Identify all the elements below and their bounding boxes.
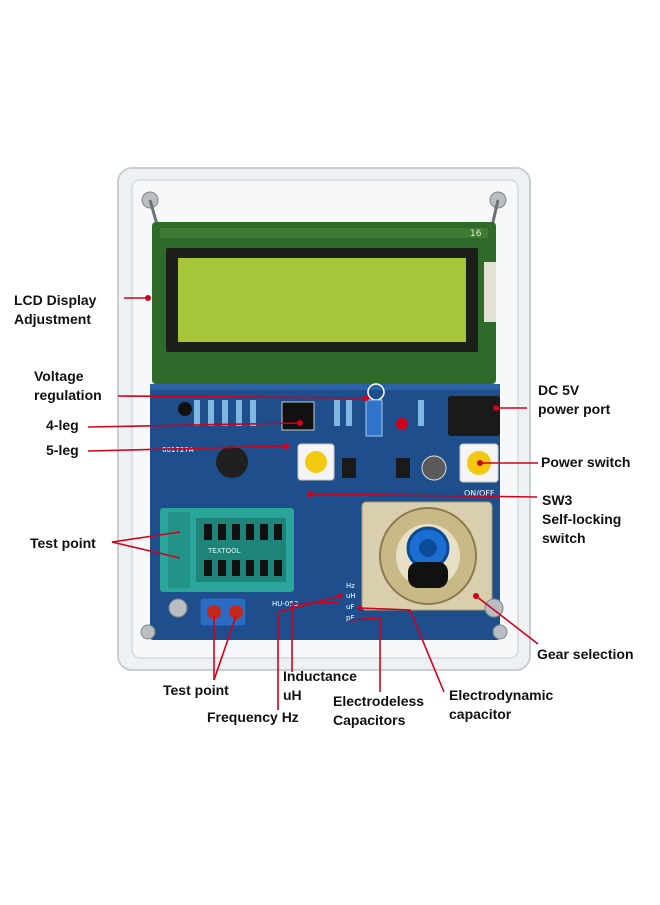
label-dc-power: DC 5V power port: [538, 381, 610, 419]
leader-test-point-a: [111, 531, 181, 543]
lcd-screen: [178, 258, 466, 342]
voltage-regulator-pot: [365, 399, 383, 437]
zif-socket-holes: [204, 524, 282, 576]
leader-gear: [475, 595, 539, 645]
terminal-red-right: [229, 605, 243, 619]
label-frequency: Frequency Hz: [207, 709, 299, 725]
label-electrodynamic-line2: capacitor: [449, 706, 512, 722]
ic-chip: [281, 401, 315, 431]
leader-lines: [87, 297, 539, 710]
gear-knob-shaft: [408, 562, 448, 588]
capacitor-small: [178, 402, 192, 416]
mode-hz-text: Hz: [346, 582, 355, 590]
lcd-header-text: 16: [470, 229, 482, 239]
label-electrodeless-line1: Electrodeless: [333, 693, 425, 709]
transistor-9015: [396, 458, 410, 478]
label-lcd-display: LCD Display Adjustment: [14, 291, 96, 329]
screw-corner-right: [492, 624, 508, 640]
leader-4-leg: [87, 422, 301, 428]
resistor-row: [194, 400, 424, 426]
dc-power-jack: [448, 396, 500, 436]
onoff-silkscreen: ON/OFF: [464, 489, 495, 498]
mode-uf-text: uF: [346, 603, 354, 611]
leader-voltage: [117, 395, 367, 399]
mode-symbols: Hz uH uF pF: [346, 582, 356, 622]
label-voltage-regulation: Voltage regulation: [34, 367, 102, 405]
label-electrodeless-line2: Capacitors: [333, 712, 406, 728]
mode-pf-text: pF: [346, 614, 354, 622]
leader-frequency: [277, 595, 341, 710]
label-dc-line2: power port: [538, 401, 611, 417]
leader-test-point-b: [111, 541, 181, 559]
leader-5-leg: [87, 445, 287, 452]
leader-inductance: [291, 601, 341, 672]
label-voltage-line2: regulation: [34, 387, 102, 403]
pcb-code-silkscreen: 601727A: [162, 446, 194, 454]
label-inductance-line1: Inductance: [283, 668, 357, 684]
label-gear-selection: Gear selection: [537, 646, 634, 662]
leader-electrodeless: [349, 617, 381, 692]
screw-bottom-left: [168, 598, 188, 618]
zif-lever: [168, 512, 190, 588]
transistor-large: [216, 446, 248, 478]
terminal-red-left: [207, 605, 221, 619]
label-lcd-display-line1: LCD Display: [14, 292, 97, 308]
leader-dots: [145, 295, 499, 611]
socket-silkscreen: TEXTOOL: [207, 547, 241, 555]
label-electrodeless: Electrodeless Capacitors: [333, 692, 424, 730]
lcd-header-pins: [160, 228, 488, 238]
electrolytic-capacitor: [421, 455, 447, 481]
label-voltage-line1: Voltage: [34, 368, 84, 384]
label-5-leg: 5-leg: [46, 442, 79, 458]
label-inductance-line2: uH: [283, 687, 302, 703]
lcd-backlight-tab: [484, 262, 496, 322]
label-electrodynamic-line1: Electrodynamic: [449, 687, 554, 703]
label-4-leg: 4-leg: [46, 417, 79, 433]
label-sw3-line1: SW3: [542, 492, 573, 508]
test-button-cap: [305, 451, 327, 473]
pcb-edge: [150, 384, 500, 390]
label-sw3: SW3 Self-locking switch: [542, 491, 621, 548]
label-dc-line1: DC 5V: [538, 382, 580, 398]
leader-electrodynamic: [359, 607, 445, 693]
label-electrodynamic: Electrodynamic capacitor: [449, 686, 553, 724]
transistor-9014: [342, 458, 356, 478]
led-indicator: [396, 418, 408, 430]
label-test-point-bottom: Test point: [163, 682, 229, 698]
mode-uh-text: uH: [346, 592, 356, 600]
label-inductance: Inductance uH: [283, 667, 357, 705]
leader-sw3: [309, 493, 538, 498]
label-sw3-line3: switch: [542, 530, 586, 546]
screw-corner-left: [140, 624, 156, 640]
label-power-switch: Power switch: [541, 454, 631, 470]
gear-knob-center: [419, 539, 437, 557]
leader-test-bottom-b: [213, 615, 237, 681]
label-lcd-display-line2: Adjustment: [14, 311, 91, 327]
label-test-point-left: Test point: [30, 535, 96, 551]
model-silkscreen: HU-053: [272, 600, 298, 608]
label-sw3-line2: Self-locking: [542, 511, 622, 527]
